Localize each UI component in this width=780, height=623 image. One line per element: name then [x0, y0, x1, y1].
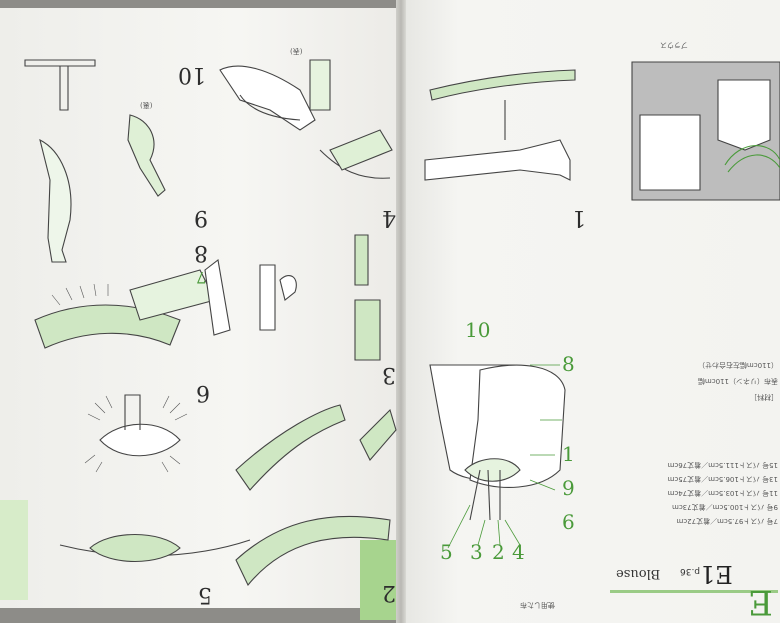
- callout-6: 6: [562, 510, 575, 534]
- callout-4: 4: [512, 540, 525, 564]
- title-page-ref: p.36: [680, 566, 701, 576]
- callout-5: 5: [440, 540, 453, 564]
- size-line: 11号 バスト103.5cm／着丈74cm: [667, 489, 778, 497]
- size-line: 9号 バスト100.5cm／着丈73cm: [672, 503, 778, 511]
- callout-8: 8: [562, 352, 575, 376]
- left-page-green-tint: [0, 500, 28, 600]
- label-back-side: (裏): [140, 101, 153, 109]
- label-front-side: (表): [290, 47, 303, 55]
- section-letter: E: [748, 582, 773, 622]
- step-number-1: 1: [572, 205, 586, 230]
- callout-1: 1: [562, 442, 575, 466]
- page-header: ブラウス: [660, 41, 688, 49]
- callout-9: 9: [562, 476, 575, 500]
- step-number-7: 7: [196, 268, 207, 287]
- title-code: E1: [700, 560, 733, 588]
- sizes-list: 7号 バスト97.5cm／着丈72cm 9号 バスト100.5cm／着丈73cm…: [660, 420, 778, 530]
- materials-heading: ［材料］: [750, 393, 778, 401]
- step-number-4: 4: [382, 205, 396, 230]
- left-page: [0, 8, 398, 608]
- title-underline: [610, 590, 778, 593]
- step-number-2: 2: [382, 580, 396, 605]
- callout-2: 2: [492, 540, 505, 564]
- title-name: Blouse: [616, 566, 661, 581]
- instructions-block: ［材料］ 表布（リネン）110cm幅 （110cm幅左右合わせ）: [650, 210, 778, 410]
- step-number-10: 10: [178, 62, 206, 87]
- size-line: 7号 バスト97.5cm／着丈72cm: [676, 517, 778, 525]
- size-line: 15号 バスト111.5cm／着丈76cm: [667, 461, 778, 469]
- callout-10: 10: [465, 318, 491, 342]
- footer-tag: 使用した布: [520, 601, 555, 609]
- size-line: 13号 バスト106.5cm／着丈75cm: [667, 475, 778, 483]
- step-number-3: 3: [382, 362, 396, 387]
- green-bookmark-strip: [360, 540, 400, 620]
- fabric-line: 表布（リネン）110cm幅: [697, 377, 778, 385]
- step-number-6: 6: [196, 380, 210, 405]
- step-number-9: 9: [194, 205, 208, 230]
- step-number-8: 8: [194, 240, 208, 265]
- step-number-5: 5: [198, 582, 212, 607]
- book-spine: [396, 0, 406, 623]
- tape-line: （110cm幅左右合わせ）: [697, 361, 778, 369]
- callout-3: 3: [470, 540, 483, 564]
